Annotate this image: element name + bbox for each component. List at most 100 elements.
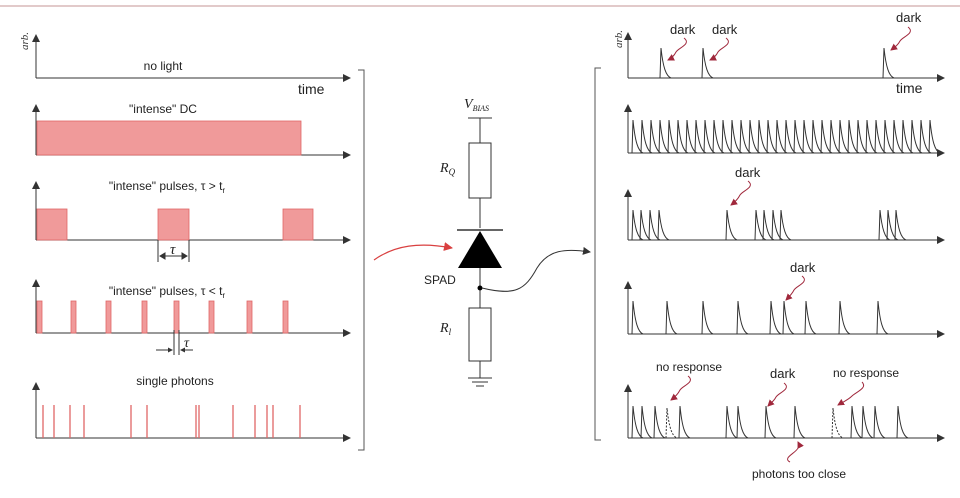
right-bracket <box>594 67 601 441</box>
spike-row2-9 <box>878 209 891 241</box>
dark-arrow-5 <box>767 382 787 407</box>
spike-row3-4 <box>769 300 782 335</box>
spike-row2-8 <box>779 209 792 241</box>
signal-output-arrow <box>481 246 591 292</box>
panel-title-single-photons: single photons <box>136 374 213 388</box>
spike-row3-1 <box>665 300 678 335</box>
spike-row4-3 <box>678 405 691 439</box>
left-y-axis-label: arb. <box>19 32 31 50</box>
spike-row4-2 <box>653 405 666 439</box>
left-x-axis-label: time <box>298 81 325 97</box>
spike-row4-9 <box>861 405 874 439</box>
short-pulse-0 <box>36 300 43 334</box>
panel-title-no-light: no light <box>144 59 183 73</box>
dark-label-0: dark <box>670 22 696 37</box>
short-pulse-2 <box>105 300 112 334</box>
tau-dimension-long <box>157 240 190 262</box>
no-response-arrow-0 <box>670 375 691 401</box>
spike-row2-4 <box>725 209 738 241</box>
rl-label-sub: l <box>449 327 452 337</box>
panel-title-pulses-long-sub: r <box>222 186 225 195</box>
spad-diode-icon <box>458 231 502 268</box>
spike-row3-8 <box>876 300 889 335</box>
long-pulse-0 <box>36 208 68 241</box>
long-pulse-2 <box>282 208 314 241</box>
short-pulse-3 <box>141 300 148 334</box>
quench-resistor <box>468 142 492 199</box>
vbias-label-main: V <box>464 97 474 112</box>
no-response-spike-0 <box>665 407 678 439</box>
tau-dimension-short <box>156 330 193 355</box>
spike-row2-10 <box>886 209 899 241</box>
short-pulse-5 <box>208 300 215 334</box>
load-resistor <box>468 307 492 362</box>
spike-row4-5 <box>736 405 749 439</box>
spike-row4-1 <box>640 405 653 439</box>
spike-row4-11 <box>896 405 909 439</box>
spike-row4-7 <box>793 405 806 439</box>
spike-row3-7 <box>838 300 851 335</box>
spike-row1-33 <box>928 119 941 154</box>
panel-title-pulses-short: "intense" pulses, τ < tr <box>109 284 226 300</box>
dark-arrow-1 <box>709 37 729 61</box>
dark-arrow-2 <box>890 26 911 51</box>
rl-label-main: R <box>439 321 449 336</box>
light-input-arrow <box>373 242 453 261</box>
tau-label-short: τ <box>184 336 190 351</box>
spike-row3-3 <box>736 300 749 335</box>
short-pulse-6 <box>246 300 253 334</box>
spike-row4-8 <box>850 405 863 439</box>
right-x-axis-label: time <box>896 80 923 96</box>
dark-spike-row0-1 <box>701 47 714 79</box>
short-pulse-1 <box>70 300 77 334</box>
panel-title-pulses-short-text: "intense" pulses, τ < t <box>109 284 223 298</box>
dark-arrow-0 <box>667 37 687 61</box>
rq-label: RQ <box>439 161 456 177</box>
right-y-axis-label: arb. <box>613 30 625 48</box>
spike-row2-3 <box>657 209 670 241</box>
photons-too-close-arrow <box>787 441 804 463</box>
spike-row2-5 <box>754 209 767 241</box>
spad-circuit: VBIAS RQ SPAD Rl <box>373 97 591 387</box>
panel-title-pulses-long-text: "intense" pulses, τ > t <box>109 179 223 193</box>
spike-row4-6 <box>764 405 777 439</box>
dark-label-4: dark <box>790 260 816 275</box>
output-node <box>477 285 483 291</box>
spike-row2-7 <box>771 209 784 241</box>
rq-label-main: R <box>439 161 449 176</box>
left-bracket <box>358 69 365 451</box>
no-response-spike-1 <box>831 407 844 439</box>
left-input-panels: arb. time no light "intense" DC "intense… <box>19 32 351 442</box>
no-response-arrow-1 <box>837 381 865 406</box>
ground-icon <box>468 377 492 387</box>
dark-label-2: dark <box>896 10 922 25</box>
dark-label-1: dark <box>712 22 738 37</box>
spike-row2-11 <box>894 209 907 241</box>
dark-arrow-3 <box>730 180 751 206</box>
dark-label-3: dark <box>735 165 761 180</box>
dark-arrow-4 <box>785 275 805 301</box>
no-response-label-0: no response <box>656 360 722 374</box>
dark-spike-row0-2 <box>882 47 895 79</box>
spike-row2-0 <box>631 209 644 241</box>
panel-title-pulses-long: "intense" pulses, τ > tr <box>109 179 226 195</box>
tau-label-long: τ <box>170 242 176 258</box>
dc-block <box>36 120 302 156</box>
spike-row3-6 <box>804 300 817 335</box>
dark-spike-row0-0 <box>659 47 672 79</box>
spike-row4-10 <box>873 405 886 439</box>
dark-label-5: dark <box>770 366 796 381</box>
spike-row3-5 <box>782 300 795 335</box>
spike-row4-4 <box>725 405 738 439</box>
long-pulse-1 <box>157 208 190 241</box>
short-pulse-4 <box>173 300 180 334</box>
short-pulse-7 <box>282 300 289 334</box>
vbias-label: VBIAS <box>464 97 489 113</box>
panel-title-intense-dc: "intense" DC <box>129 102 197 116</box>
right-output-panels: arb. time dark dark dark dark dark dark no res… <box>613 10 945 481</box>
spad-label: SPAD <box>424 273 456 287</box>
spike-row3-2 <box>701 300 714 335</box>
rl-label: Rl <box>439 321 452 337</box>
